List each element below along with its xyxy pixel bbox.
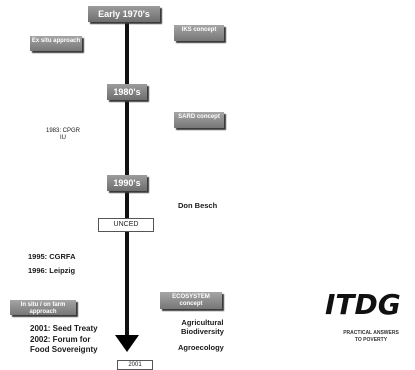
- label-cgrfa-1995: 1995: CGRFA: [28, 252, 76, 261]
- event-unced: UNCED: [98, 218, 154, 232]
- label-leipzig-1996: 1996: Leipzig: [28, 266, 76, 275]
- label-forum: 2002: Forum for Food Sovereignty: [30, 335, 98, 354]
- concept-in-situ-on-farm: In situ / on farm approach: [10, 300, 76, 315]
- era-1980s: 1980's: [107, 84, 147, 100]
- label-agricultural-biodiversity: Agricultural Biodiversity: [181, 318, 224, 336]
- timeline-arrow-head: [115, 335, 139, 352]
- label-agroecology: Agroecology: [178, 343, 224, 352]
- label-don-besch: Don Besch: [178, 201, 218, 210]
- concept-ecosystem: ECOSYSTEM concept: [160, 292, 222, 309]
- concept-iks: IKS concept: [174, 25, 224, 41]
- event-bottom-year: 2001: [117, 360, 153, 370]
- era-1990s: 1990's: [107, 175, 147, 191]
- concept-ex-situ: Ex situ approach: [30, 36, 82, 51]
- era-early-1970s: Early 1970's: [88, 6, 160, 22]
- itdg-logo-tagline: PRACTICAL ANSWERS TO POVERTY: [343, 330, 399, 343]
- itdg-logo: ITDG PRACTICAL ANSWERS TO POVERTY: [325, 286, 410, 361]
- concept-sard: SARD concept: [174, 112, 224, 128]
- label-cpgr: 1983: CPGR IU: [46, 128, 81, 141]
- itdg-logo-wordmark: ITDG: [325, 288, 401, 321]
- label-seed-treaty: 2001: Seed Treaty: [30, 324, 98, 333]
